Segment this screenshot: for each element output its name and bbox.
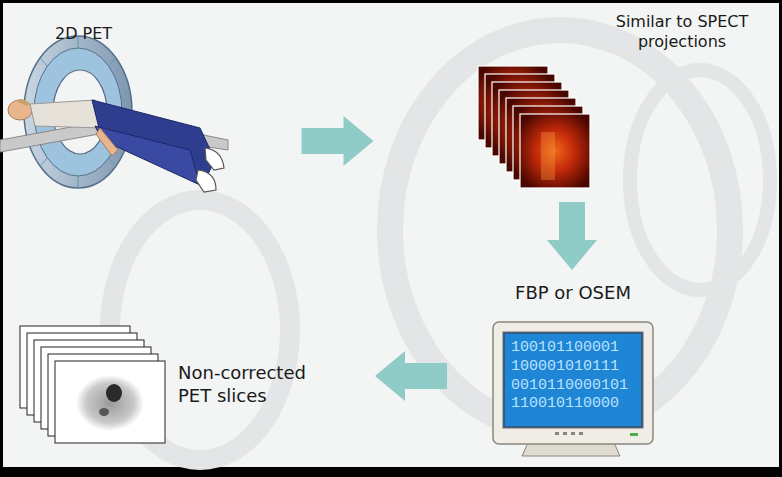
watermark-rings xyxy=(110,30,770,460)
monitor-screen: 100101100001 100001010111 0010110000101 … xyxy=(505,334,641,426)
monitor xyxy=(493,322,653,456)
diagram-node: Non-corrected PET slices xyxy=(14,318,334,450)
node-label: Non-corrected PET slices xyxy=(178,362,328,407)
diagram-node: FBP or OSEM 100101100001 100001010111 001… xyxy=(488,280,660,462)
node-label: 2D PET xyxy=(55,24,112,44)
node-label: FBP or OSEM xyxy=(488,282,658,305)
flow-arrow xyxy=(547,202,597,270)
flow-arrow xyxy=(302,116,374,166)
flow-arrow xyxy=(375,351,447,401)
binary-code: 100101100001 100001010111 0010110000101 … xyxy=(511,339,628,414)
diagram-node: Similar to SPECT projections xyxy=(445,10,770,192)
patient xyxy=(0,99,228,192)
node-label: Similar to SPECT projections xyxy=(596,12,768,52)
diagram-node: 2D PET xyxy=(8,18,230,196)
projection-stack xyxy=(478,66,590,188)
slice-stack xyxy=(20,326,165,443)
